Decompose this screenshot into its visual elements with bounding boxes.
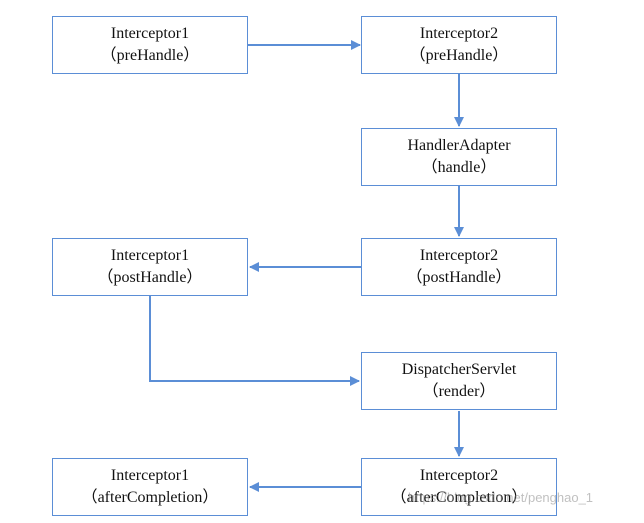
- node-name: HandlerAdapter: [407, 137, 511, 154]
- node-method: （handle）: [421, 159, 497, 176]
- node-name: Interceptor1: [110, 25, 190, 42]
- interceptor1-aftercompletion-box: Interceptor1 （afterCompletion）: [52, 458, 248, 516]
- interceptor2-posthandle-box: Interceptor2 （postHandle）: [361, 238, 557, 296]
- node-name: Interceptor2: [419, 25, 499, 42]
- interceptor2-prehandle-box: Interceptor2 （preHandle）: [361, 16, 557, 74]
- node-name: Interceptor2: [419, 247, 499, 264]
- dispatcherservlet-render-box: DispatcherServlet （render）: [361, 352, 557, 410]
- node-method: （postHandle）: [97, 269, 203, 286]
- node-method: （afterCompletion）: [81, 489, 219, 506]
- node-name: Interceptor2: [419, 467, 499, 484]
- node-method: （afterCompletion）: [390, 489, 528, 506]
- interceptor2-aftercompletion-box: Interceptor2 （afterCompletion）: [361, 458, 557, 516]
- node-name: Interceptor1: [110, 467, 190, 484]
- interceptor1-posthandle-box: Interceptor1 （postHandle）: [52, 238, 248, 296]
- interceptor1-prehandle-box: Interceptor1 （preHandle）: [52, 16, 248, 74]
- node-method: （preHandle）: [409, 47, 509, 64]
- node-name: Interceptor1: [110, 247, 190, 264]
- handleradapter-handle-box: HandlerAdapter （handle）: [361, 128, 557, 186]
- source-watermark: https://blog.csdn.net/penghao_1: [408, 490, 594, 505]
- arrow-i1post-to-dispatch: [149, 296, 360, 386]
- node-method: （preHandle）: [100, 47, 200, 64]
- node-method: （render）: [422, 383, 496, 400]
- node-name: DispatcherServlet: [401, 361, 517, 378]
- node-method: （postHandle）: [406, 269, 512, 286]
